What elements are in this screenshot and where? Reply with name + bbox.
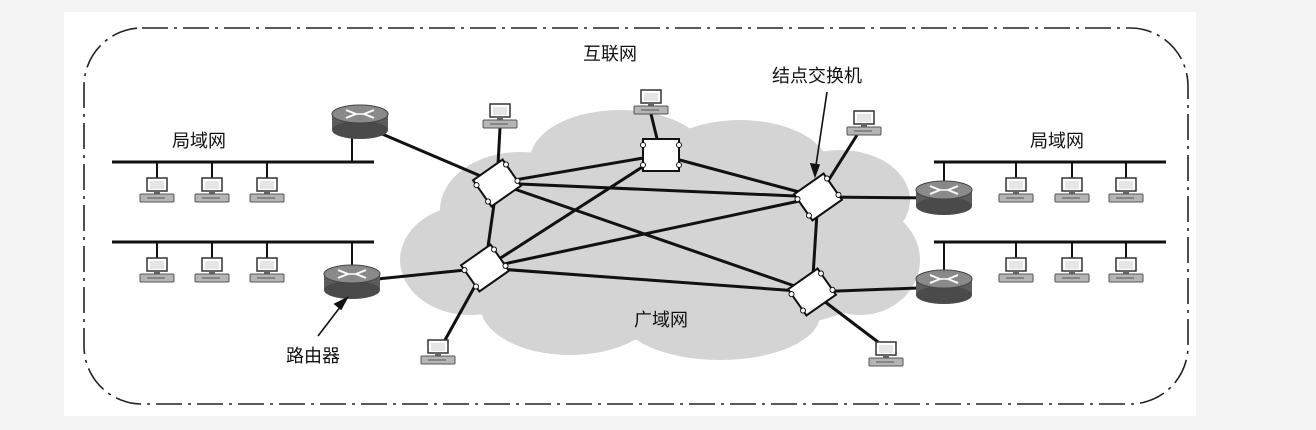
pc-icon [846,110,882,136]
pc-icon [868,341,904,367]
pc-icon [420,339,456,365]
pointer-arrows [317,91,828,337]
pc-icon [633,89,669,115]
router-label: 路由器 [286,346,340,367]
pc-icon [998,257,1034,283]
lan-label-right: 局域网 [1030,131,1084,152]
pc-icon [194,257,230,283]
node-switch-label: 结点交换机 [772,66,862,87]
router-icon [915,269,973,305]
pc-icon [482,103,518,129]
pc-icon [1054,177,1090,203]
internet-boundary [83,27,1189,405]
lan-label-left: 局域网 [172,131,226,152]
lan-drops [156,136,1127,276]
pc-icon [139,177,175,203]
pc-icon [194,177,230,203]
router-icon [915,180,973,216]
node-switch-icon [639,138,683,172]
pc-icon [249,257,285,283]
pc-icon [998,177,1034,203]
internet-label: 互联网 [583,44,637,65]
pc-icon [1054,257,1090,283]
pc-icon [1108,177,1144,203]
router-icon [323,264,381,300]
wan-label: 广域网 [634,310,688,331]
lan-buses [112,160,1166,244]
router-icon [331,104,389,140]
pc-icon [1108,257,1144,283]
pc-icon [249,177,285,203]
pc-icon [139,257,175,283]
